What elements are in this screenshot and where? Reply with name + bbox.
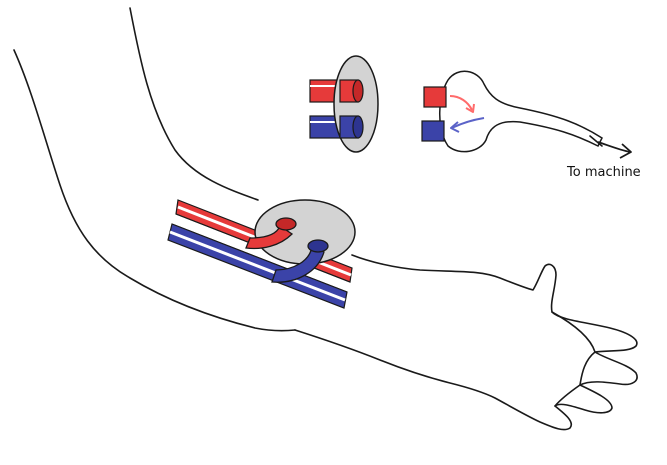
port-blue-tube-opening: [308, 240, 328, 252]
to-machine-label: To machine: [566, 165, 641, 180]
finger-line-1: [552, 312, 595, 352]
machine-connector: [422, 71, 631, 158]
port-side-view: [310, 56, 378, 152]
connector-body: [440, 71, 602, 151]
arm-bottom-edge: [14, 50, 295, 331]
port-red-tube-opening: [276, 218, 296, 230]
arm-top-edge: [130, 8, 258, 200]
finger-line-2: [580, 352, 595, 385]
connector-red-stub: [424, 87, 446, 107]
connector-blue-stub: [422, 121, 444, 141]
finger-line-3: [555, 385, 580, 406]
port-disc: [255, 200, 355, 264]
